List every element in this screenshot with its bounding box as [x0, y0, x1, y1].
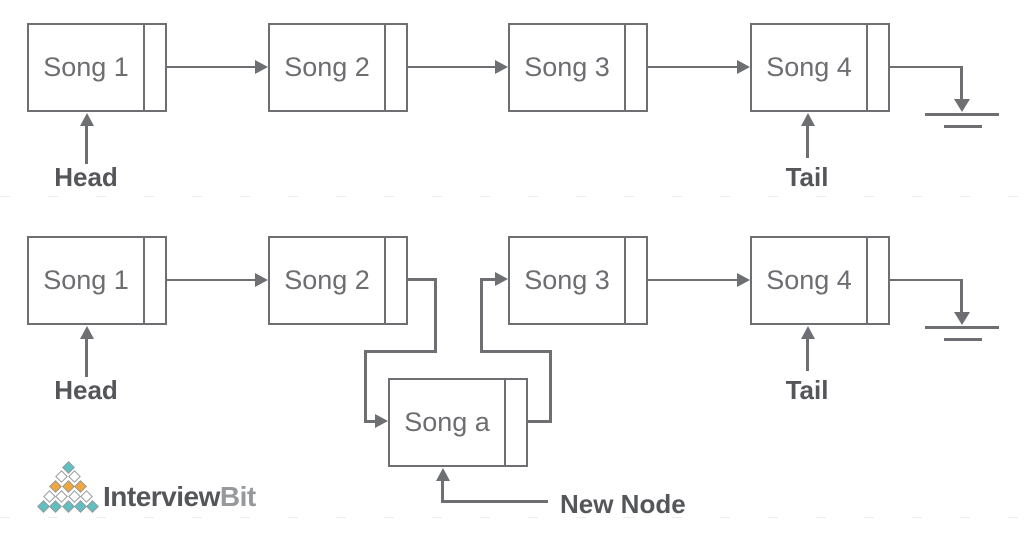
arrow-right-icon — [255, 273, 268, 287]
arrow-up-icon — [436, 468, 450, 481]
pointer-cell-divider — [866, 25, 868, 110]
node-song2-row2: Song 2 — [268, 236, 408, 325]
arrow-right-icon — [737, 273, 750, 287]
arrow-down-icon — [954, 312, 970, 325]
node-song3-row2: Song 3 — [508, 236, 648, 325]
head-label: Head — [54, 375, 118, 405]
node-label: Song 4 — [766, 265, 852, 295]
pointer-cell-divider — [624, 25, 626, 110]
pointer-cell-divider — [143, 238, 145, 323]
node-song-a-inserted: Song a — [388, 378, 528, 467]
head-label: Head — [54, 162, 118, 192]
node-label: Song 2 — [284, 265, 370, 295]
interviewbit-pyramid-icon — [37, 458, 107, 516]
logo-text-primary: Interview — [103, 481, 220, 512]
arrow-up-icon — [80, 113, 94, 126]
arrow-right-icon — [495, 272, 508, 286]
arrow-up-icon — [80, 326, 94, 339]
arrow-right-icon — [375, 414, 388, 428]
pointer-cell-divider — [143, 25, 145, 110]
node-song4-row1: Song 4 — [750, 23, 890, 112]
pointer-cell-divider — [624, 238, 626, 323]
node-label: Song 4 — [766, 52, 852, 82]
node-song4-row2: Song 4 — [750, 236, 890, 325]
pointer-cell-divider — [384, 238, 386, 323]
interviewbit-logo-text: InterviewBit — [103, 481, 256, 513]
new-node-label: New Node — [560, 489, 686, 519]
arrow-down-icon — [954, 99, 970, 112]
pointer-cell-divider — [384, 25, 386, 110]
node-label: Song a — [404, 407, 490, 437]
node-song1-row2: Song 1 — [27, 236, 167, 325]
node-song3-row1: Song 3 — [508, 23, 648, 112]
arrow-up-icon — [801, 113, 815, 126]
faint-grid-line — [0, 517, 1024, 518]
pointer-cell-divider — [504, 380, 506, 465]
tail-label: Tail — [785, 162, 829, 192]
arrow-right-icon — [495, 60, 508, 74]
logo-diamond — [86, 499, 99, 513]
arrow-right-icon — [737, 60, 750, 74]
node-label: Song 3 — [524, 52, 610, 82]
node-label: Song 3 — [524, 265, 610, 295]
node-song2-row1: Song 2 — [268, 23, 408, 112]
arrow-up-icon — [801, 326, 815, 339]
node-label: Song 2 — [284, 52, 370, 82]
logo-text-secondary: Bit — [219, 481, 256, 512]
tail-label: Tail — [785, 375, 829, 405]
pointer-cell-divider — [866, 238, 868, 323]
interviewbit-logo: InterviewBit — [37, 458, 267, 516]
faint-grid-line — [0, 196, 1024, 197]
node-label: Song 1 — [43, 52, 129, 82]
node-song1-row1: Song 1 — [27, 23, 167, 112]
node-label: Song 1 — [43, 265, 129, 295]
arrow-right-icon — [255, 60, 268, 74]
